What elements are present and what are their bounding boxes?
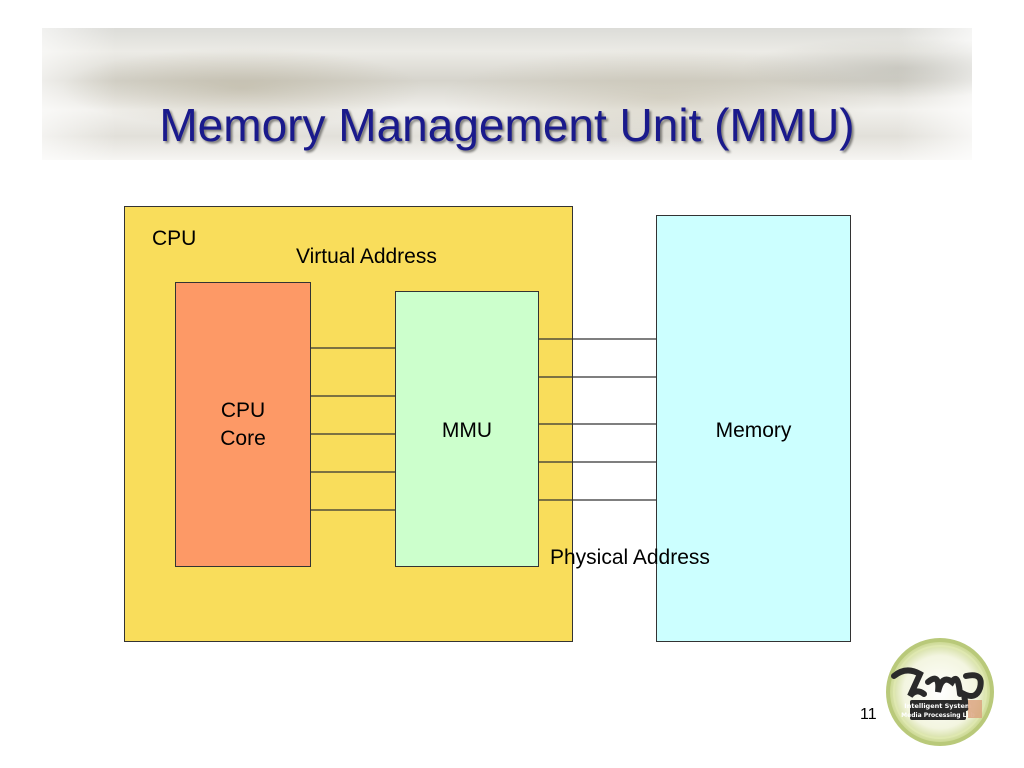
mmu-label: MMU (441, 419, 493, 442)
cpu-label: CPU (152, 227, 197, 250)
slide-title: Memory Management Unit (MMU) (159, 99, 855, 151)
lab-logo: Intelligent System Media Processing Lab (886, 638, 994, 746)
page-number: 11 (860, 706, 877, 723)
memory-box (656, 215, 851, 642)
cpu-core-label-line1: CPU (220, 399, 266, 422)
physical-address-label: Physical Address (550, 546, 710, 569)
logo-text-line2: Media Processing Lab (901, 712, 975, 719)
title-banner: Memory Management Unit (MMU) (42, 28, 972, 160)
cpu-core-label: CPU Core (175, 397, 311, 453)
cpu-core-box (175, 282, 311, 567)
mmu-box (395, 291, 539, 567)
virtual-address-label: Virtual Address (296, 245, 437, 268)
memory-label: Memory (715, 419, 792, 442)
cpu-core-label-line2: Core (220, 427, 266, 450)
logo-text-line1: Intelligent System (904, 702, 972, 710)
